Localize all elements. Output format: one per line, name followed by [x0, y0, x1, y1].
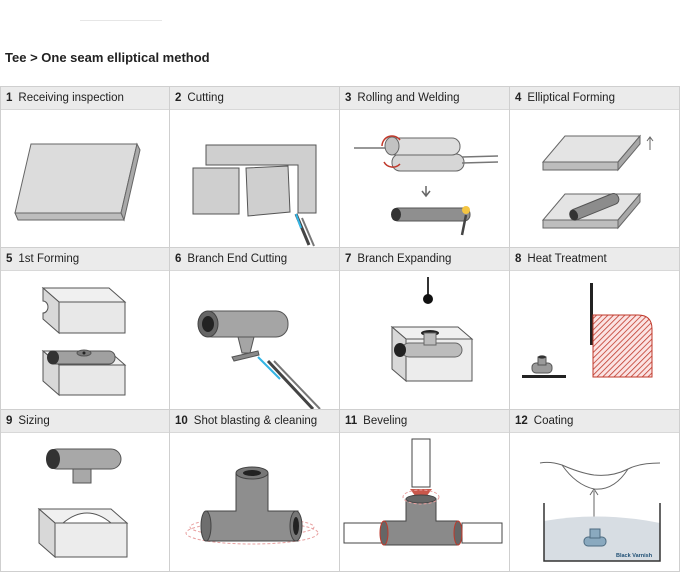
step-card-6: 6 Branch End Cutting	[170, 248, 340, 410]
step-header: 12 Coating	[510, 410, 679, 433]
sizing-illustration	[1, 433, 169, 571]
step-card-7: 7 Branch Expanding	[340, 248, 510, 410]
step-number: 11	[345, 415, 358, 427]
first-forming-illustration	[1, 271, 169, 409]
step-header: 5 1st Forming	[1, 248, 169, 271]
breadcrumb-current: One seam elliptical method	[41, 50, 210, 65]
step-title: Elliptical Forming	[527, 92, 615, 104]
step-number: 1	[6, 92, 13, 104]
coating-illustration: Black Varnish	[510, 433, 679, 571]
step-header: 2 Cutting	[170, 87, 339, 110]
coating-label: Black Varnish	[616, 553, 653, 559]
step-title: Heat Treatment	[527, 253, 607, 265]
step-title: Beveling	[363, 415, 408, 427]
step-title: Shot blasting & cleaning	[193, 415, 318, 427]
step-card-10: 10 Shot blasting & cleaning	[170, 410, 340, 572]
step-number: 3	[345, 92, 352, 104]
branch-expanding-illustration	[340, 271, 509, 409]
step-title: 1st Forming	[18, 253, 80, 265]
step-card-3: 3 Rolling and Welding	[340, 86, 510, 248]
breadcrumb-separator: >	[30, 50, 38, 65]
breadcrumb: Tee > One seam elliptical method	[5, 50, 210, 65]
step-header: 11 Beveling	[340, 410, 509, 433]
step-header: 4 Elliptical Forming	[510, 87, 679, 110]
process-steps-grid: 1 Receiving inspection 2 Cutting 3 Rolling …	[0, 86, 680, 572]
breadcrumb-parent[interactable]: Tee	[5, 50, 27, 65]
step-card-1: 1 Receiving inspection	[0, 86, 170, 248]
step-card-11: 11 Beveling	[340, 410, 510, 572]
step-number: 10	[175, 415, 188, 427]
step-title: Branch Expanding	[357, 253, 452, 265]
step-card-4: 4 Elliptical Forming	[510, 86, 680, 248]
step-number: 6	[175, 253, 182, 265]
step-card-5: 5 1st Forming	[0, 248, 170, 410]
step-header: 8 Heat Treatment	[510, 248, 679, 271]
step-number: 8	[515, 253, 522, 265]
step-card-2: 2 Cutting	[170, 86, 340, 248]
steel-plate-illustration	[1, 110, 169, 247]
step-title: Cutting	[187, 92, 224, 104]
step-title: Sizing	[18, 415, 50, 427]
cutting-illustration	[170, 110, 339, 247]
step-number: 5	[6, 253, 13, 265]
heat-treatment-illustration	[510, 271, 679, 409]
shot-blasting-illustration	[170, 433, 339, 571]
step-card-8: 8 Heat Treatment	[510, 248, 680, 410]
elliptical-forming-illustration	[510, 110, 679, 247]
step-number: 4	[515, 92, 522, 104]
step-title: Branch End Cutting	[187, 253, 288, 265]
beveling-illustration	[340, 433, 509, 571]
step-number: 2	[175, 92, 182, 104]
rolling-welding-illustration	[340, 110, 509, 247]
step-header: 7 Branch Expanding	[340, 248, 509, 271]
step-header: 10 Shot blasting & cleaning	[170, 410, 339, 433]
step-number: 12	[515, 415, 528, 427]
step-title: Coating	[533, 415, 574, 427]
step-number: 9	[6, 415, 13, 427]
step-card-9: 9 Sizing	[0, 410, 170, 572]
step-number: 7	[345, 253, 352, 265]
branch-end-cutting-illustration	[170, 271, 339, 409]
step-header: 1 Receiving inspection	[1, 87, 169, 110]
top-rule	[80, 20, 162, 21]
step-header: 3 Rolling and Welding	[340, 87, 509, 110]
step-header: 6 Branch End Cutting	[170, 248, 339, 271]
step-header: 9 Sizing	[1, 410, 169, 433]
step-title: Receiving inspection	[18, 92, 124, 104]
step-card-12: 12 Coating Black Varnish	[510, 410, 680, 572]
step-title: Rolling and Welding	[357, 92, 460, 104]
